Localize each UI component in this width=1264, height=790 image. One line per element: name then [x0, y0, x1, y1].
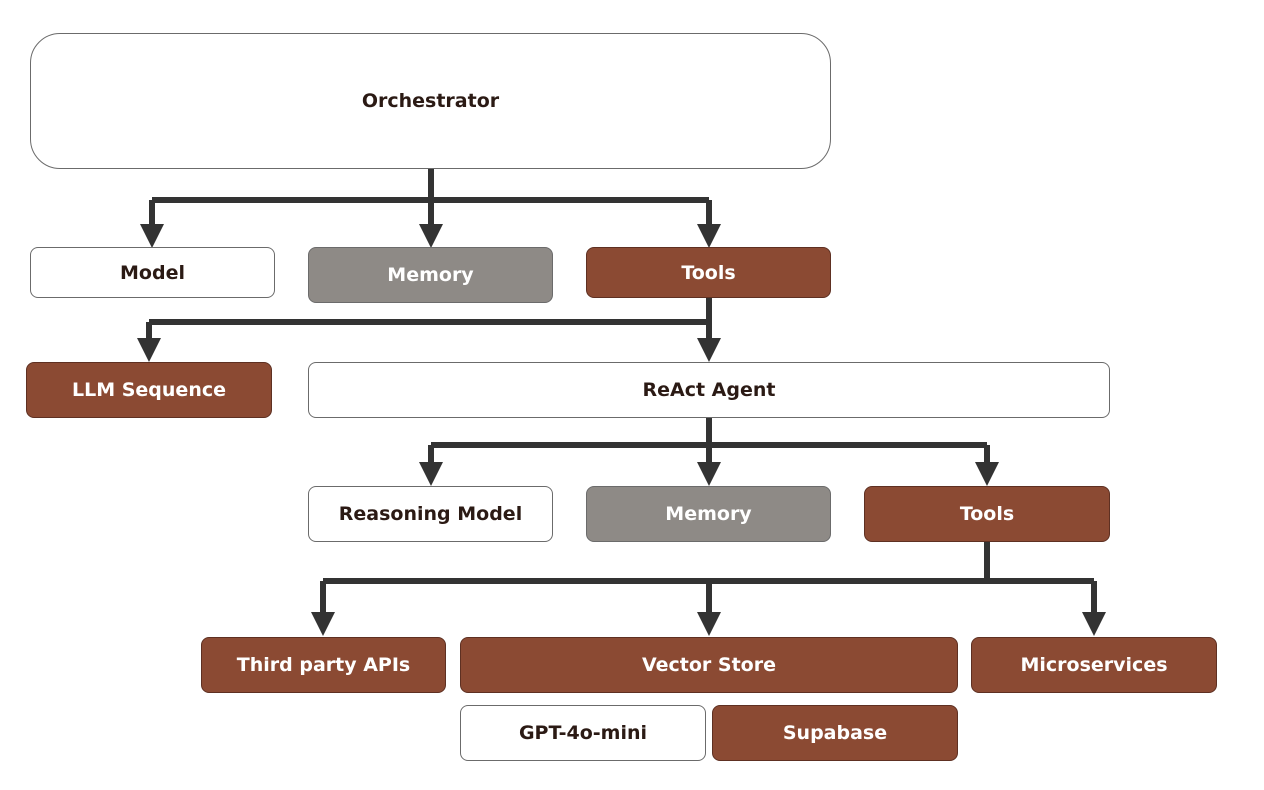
tools-agent-node: Tools [864, 486, 1110, 542]
third-party-apis-node: Third party APIs [201, 637, 446, 693]
reasoning-model-node: Reasoning Model [308, 486, 553, 542]
supabase-label: Supabase [782, 722, 888, 744]
third-party-apis-label: Third party APIs [236, 654, 411, 676]
react-agent-label: ReAct Agent [642, 379, 776, 401]
tools-top-node: Tools [586, 247, 831, 298]
llm-sequence-node: LLM Sequence [26, 362, 272, 418]
tools-top-label: Tools [681, 261, 736, 284]
vector-store-label: Vector Store [641, 654, 776, 676]
microservices-label: Microservices [1020, 654, 1168, 676]
react-agent-node: ReAct Agent [308, 362, 1110, 418]
orchestrator-label: Orchestrator [361, 90, 500, 112]
microservices-node: Microservices [971, 637, 1217, 693]
vector-store-node: Vector Store [460, 637, 958, 693]
memory-top-label: Memory [387, 264, 474, 286]
model-label: Model [120, 261, 185, 284]
tools-agent-label: Tools [959, 503, 1015, 525]
llm-sequence-label: LLM Sequence [72, 379, 226, 401]
model-node: Model [30, 247, 275, 298]
memory-agent-node: Memory [586, 486, 831, 542]
gpt-4o-mini-label: GPT-4o-mini [518, 722, 648, 744]
orchestrator-node: Orchestrator [30, 33, 831, 169]
supabase-node: Supabase [712, 705, 958, 761]
memory-agent-label: Memory [665, 503, 752, 525]
memory-top-node: Memory [308, 247, 553, 303]
gpt-4o-mini-node: GPT-4o-mini [460, 705, 706, 761]
reasoning-model-label: Reasoning Model [338, 503, 523, 525]
